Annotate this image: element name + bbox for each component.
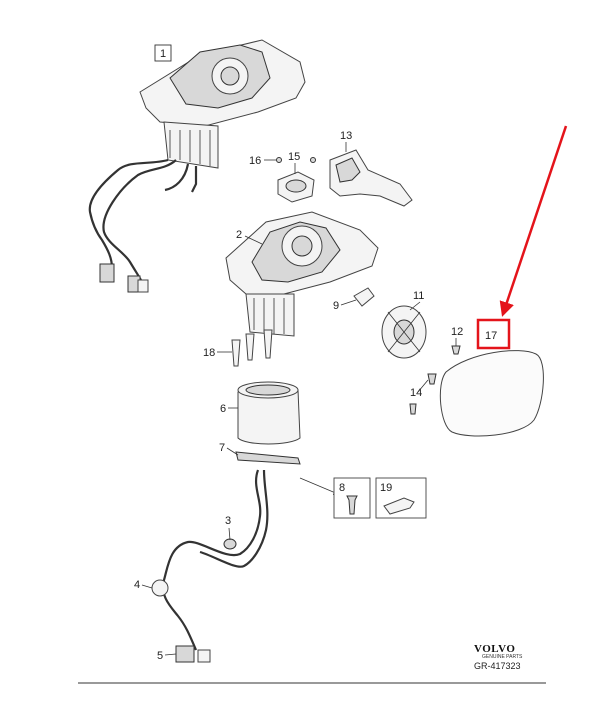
gasket-7 <box>235 451 301 465</box>
adjuster-11 <box>381 305 427 359</box>
highlight-box <box>476 318 511 350</box>
callout-box-1: 1 <box>154 44 172 62</box>
callout-9: 9 <box>333 300 339 312</box>
screws-16 <box>276 157 316 163</box>
wiring-harness-lower <box>151 469 269 663</box>
mirror-glass-17 <box>439 350 544 437</box>
screw-12 <box>451 345 461 355</box>
callout-5: 5 <box>157 650 163 662</box>
callout-17: 17 <box>485 330 497 342</box>
bracket-13 <box>329 149 413 207</box>
mirror-frame-2 <box>225 211 379 337</box>
brand-subtitle: GENUINE PARTS <box>482 654 523 660</box>
callout-7: 7 <box>219 442 225 454</box>
callout-13: 13 <box>340 130 352 142</box>
cover-6 <box>237 381 301 445</box>
callout-3: 3 <box>225 515 231 527</box>
part-box-19: 19 <box>375 477 427 519</box>
callout-15: 15 <box>288 151 300 163</box>
callout-6: 6 <box>220 403 226 415</box>
clip-9 <box>353 287 375 307</box>
callout-4: 4 <box>134 579 140 591</box>
callout-1: 1 <box>160 48 166 60</box>
highlight-17: 17 <box>476 125 568 350</box>
diagram-reference: GR-417323 <box>474 661 521 671</box>
callout-18: 18 <box>203 347 215 359</box>
red-arrow <box>499 125 568 317</box>
brand-logo: VOLVO <box>474 643 515 655</box>
assembly-arrow <box>299 477 340 495</box>
callout-16: 16 <box>249 155 261 167</box>
callout-19: 19 <box>380 482 392 494</box>
mirror-base-assembly <box>139 39 306 169</box>
bolts-18 <box>231 329 273 367</box>
part-box-8: 8 <box>333 477 371 519</box>
wiring-harness-upper <box>88 158 198 293</box>
screw-14 <box>409 373 437 415</box>
footer: VOLVO GENUINE PARTS GR-417323 <box>78 643 546 684</box>
motor-15 <box>277 171 315 203</box>
callout-12: 12 <box>451 326 463 338</box>
callout-11: 11 <box>413 290 424 302</box>
callouts: 2 3 4 5 6 7 9 11 12 13 14 15 16 18 <box>134 130 463 662</box>
callout-2: 2 <box>236 229 242 241</box>
callout-8: 8 <box>339 482 345 494</box>
